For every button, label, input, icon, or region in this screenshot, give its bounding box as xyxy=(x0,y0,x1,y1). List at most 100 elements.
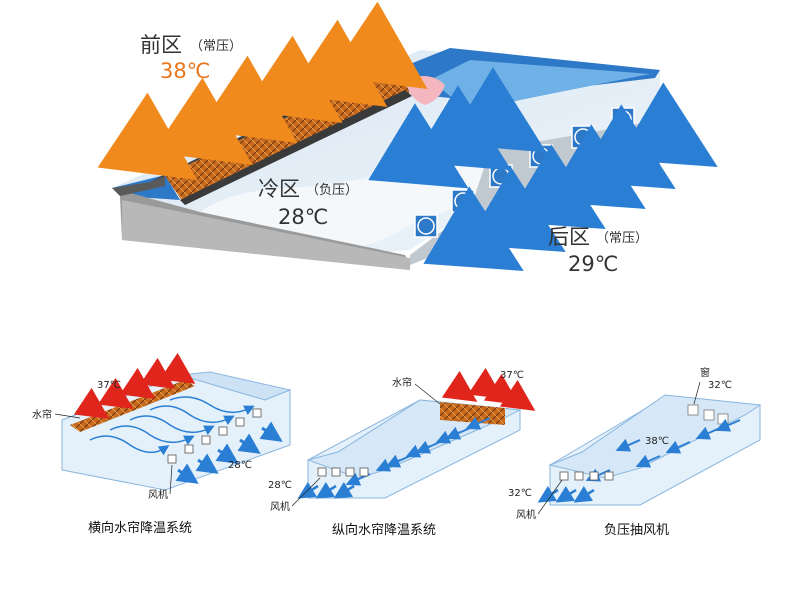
panel1-flow-line xyxy=(169,396,255,416)
panel3-window xyxy=(717,413,729,425)
rear-zone-name: 后区 xyxy=(548,225,590,249)
panel3-window-temp: 32℃ xyxy=(708,380,732,391)
panel3-out-arrows xyxy=(537,485,595,503)
panel1-flow-line xyxy=(129,415,215,436)
panel3-window-leader xyxy=(693,381,701,405)
panel1-fan xyxy=(167,454,177,464)
panel1-flow xyxy=(89,396,255,456)
wall-left-top-dark xyxy=(112,176,165,196)
panel1-fan-label: 风机 xyxy=(148,488,168,501)
panel2-fans xyxy=(317,467,369,477)
panel1-hot-arrow xyxy=(97,377,134,409)
hot-air-arrow xyxy=(242,35,343,123)
panel3-fan xyxy=(574,471,584,481)
panel1-fan xyxy=(235,417,245,427)
panel1-out-arrow xyxy=(175,463,199,484)
exhaust-fan xyxy=(571,125,595,149)
panel-longitudinal-curtain: 水帘 37℃ 28℃ 风机 纵向水帘降温系统 xyxy=(268,367,536,538)
panel2-inside-temp: 28℃ xyxy=(268,480,292,491)
panel3-flow-arrow xyxy=(715,418,741,432)
main-building: 前区 （常压） 38℃ 冷区 （负压） 28℃ 后区 （常压） 29℃ xyxy=(97,1,718,276)
panel1-out-arrow xyxy=(215,443,239,464)
rear-zone-pressure: （常压） xyxy=(596,231,648,246)
wall-left-face xyxy=(122,200,410,270)
panel2-flow-arrow xyxy=(465,416,491,430)
panel1-fans xyxy=(167,408,262,464)
hot-air-arrow xyxy=(152,77,253,165)
panel2-flow-arrow xyxy=(375,458,401,472)
exhaust-fan xyxy=(611,107,635,131)
exhaust-fan xyxy=(414,214,438,238)
cool-air-arrow xyxy=(617,82,718,167)
panel1-fan xyxy=(252,408,262,418)
panel2-fan xyxy=(359,467,369,477)
panel1-out-arrow xyxy=(259,421,283,442)
panel3-fans xyxy=(559,471,614,481)
panel1-out-arrow xyxy=(237,433,261,454)
panel3-fan xyxy=(559,471,569,481)
panel2-fan xyxy=(345,467,355,477)
panel1-flow-line xyxy=(109,425,195,446)
panel3-flow-arrow xyxy=(615,438,641,452)
panel2-fan xyxy=(331,467,341,477)
hot-air-arrow xyxy=(97,92,198,180)
panel1-hot-arrow xyxy=(73,387,110,419)
panel3-flow-arrow xyxy=(665,440,691,454)
panel2-curtain-leader xyxy=(414,383,441,405)
panel3-fan-label: 风机 xyxy=(516,508,536,521)
hot-air-arrow xyxy=(197,55,298,143)
panel3-fan-leader xyxy=(537,479,563,515)
panel3-fan xyxy=(589,471,599,481)
panel2-out-arrow xyxy=(333,481,355,499)
panel1-flow-line xyxy=(149,405,235,426)
panel1-outside-temp: 37℃ xyxy=(97,380,121,391)
panel1-curtain-label: 水帘 xyxy=(32,408,52,421)
panel2-hot-arrow xyxy=(483,373,520,405)
cold-zone-name: 冷区 xyxy=(258,177,300,201)
panel3-out-arrow xyxy=(573,485,595,503)
exhaust-fan xyxy=(451,189,475,213)
panel2-fan-label: 风机 xyxy=(270,500,290,513)
panel-negative-pressure-fan: 窗 32℃ 38℃ 32℃ 风机 负压抽风机 xyxy=(508,366,762,538)
front-zone-pressure: （常压） xyxy=(190,39,242,54)
panel2-fan xyxy=(317,467,327,477)
panel1-fan xyxy=(201,435,211,445)
front-zone-name: 前区 xyxy=(140,33,182,57)
panel3-window-label: 窗 xyxy=(700,366,710,379)
panel2-caption: 纵向水帘降温系统 xyxy=(332,522,436,538)
panel1-hot-arrow xyxy=(119,367,156,399)
panel1-flow-line xyxy=(89,435,170,456)
panel1-inside-temp: 28℃ xyxy=(228,460,252,471)
panel1-out-arrows xyxy=(175,421,283,484)
cool-air-arrows xyxy=(368,67,718,271)
panel3-outside-temp: 32℃ xyxy=(508,488,532,499)
panel2-outside-temp: 37℃ xyxy=(500,370,524,381)
panel1-hot-arrows xyxy=(73,352,196,419)
cold-zone-temp: 28℃ xyxy=(278,205,328,229)
panel3-inside-temp: 38℃ xyxy=(645,436,669,447)
panel2-flow-arrow xyxy=(405,444,431,458)
panel2-hot-arrows xyxy=(441,367,536,411)
panel-cross-curtain: 水帘 37℃ 28℃ 风机 横向水帘降温系统 xyxy=(32,352,292,536)
cooling-pad-frame-bottom xyxy=(180,90,412,205)
rear-zone-temp: 29℃ xyxy=(568,252,618,276)
exhaust-fan xyxy=(529,144,553,168)
panel2-hot-arrow xyxy=(499,379,536,411)
panel2-curtain-label: 水帘 xyxy=(392,376,412,389)
panel2-hot-arrow xyxy=(467,367,504,399)
hot-air-arrows xyxy=(97,1,428,180)
panel1-fan xyxy=(184,444,194,454)
panel3-fan xyxy=(604,471,614,481)
panel1-fan xyxy=(218,426,228,436)
panel3-window xyxy=(703,409,715,421)
hot-air-arrow xyxy=(287,19,388,107)
panel1-hot-arrow xyxy=(159,352,196,384)
panel2-fan-leader xyxy=(291,477,321,507)
front-zone-temp: 38℃ xyxy=(160,59,210,83)
panel3-flow-arrows xyxy=(585,418,741,482)
panel2-flow-arrow xyxy=(435,430,461,444)
panel1-out-arrow xyxy=(195,453,219,474)
panel3-caption: 负压抽风机 xyxy=(604,523,669,538)
panel1-roof xyxy=(179,371,292,401)
